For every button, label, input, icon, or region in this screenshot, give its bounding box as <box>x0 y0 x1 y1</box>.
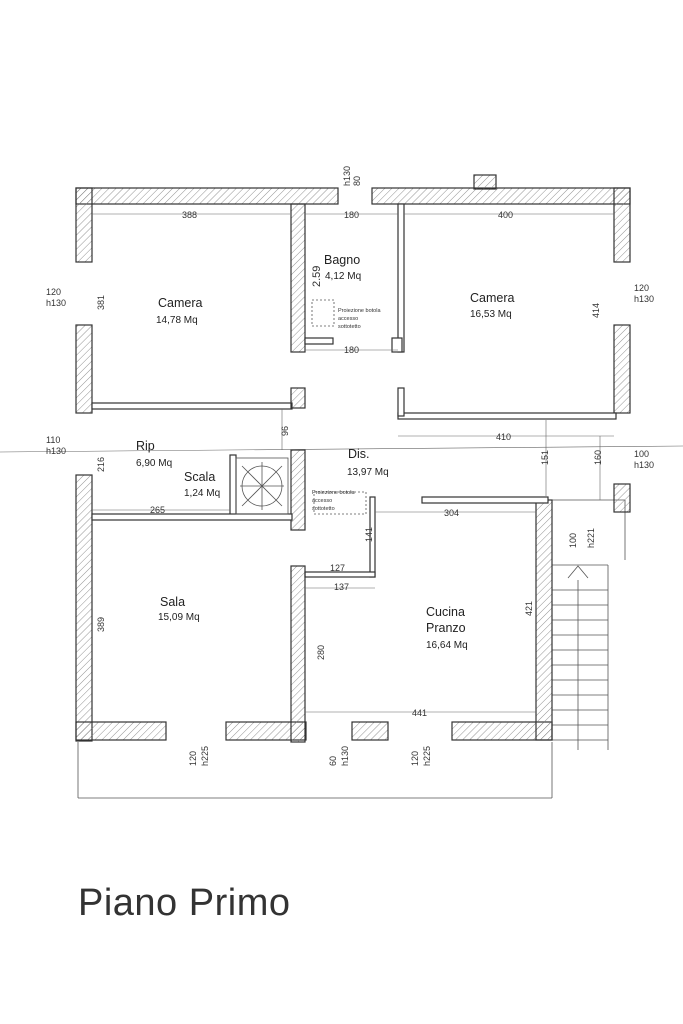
dim-265: 265 <box>150 505 165 515</box>
dim-381: 381 <box>96 295 106 310</box>
dim-180-top: 180 <box>344 210 359 220</box>
opening-right-mid-w: 100 <box>634 449 649 459</box>
room-name-2: Pranzo <box>426 621 466 635</box>
note-botola-bagno: Proiezione botola accesso sottotetto <box>338 308 381 330</box>
dim-259: 2.59 <box>311 266 323 287</box>
note-botola-dis: Proiezione botola accesso sottotetto <box>312 490 355 512</box>
room-rip: Rip 6,90 Mq <box>136 439 172 469</box>
opening-bottom-2-w: 60 <box>328 756 338 766</box>
opening-labels: 80 h130 120 h130 120 h130 110 h130 100 h… <box>46 166 654 766</box>
room-area: 15,09 Mq <box>158 612 200 623</box>
opening-left-top-h: h130 <box>46 298 66 308</box>
room-area: 6,90 Mq <box>136 458 172 469</box>
room-camera-left: Camera 14,78 Mq <box>156 296 203 326</box>
room-bagno: Bagno 4,12 Mq <box>324 253 361 282</box>
dimension-labels: 388 180 400 381 2.59 180 414 410 96 216 … <box>96 210 603 718</box>
dimension-lines <box>92 213 614 713</box>
room-camera-right: Camera 16,53 Mq <box>470 291 515 320</box>
svg-text:accesso: accesso <box>338 316 358 322</box>
room-name: Scala <box>184 470 215 484</box>
room-name: Rip <box>136 439 155 453</box>
room-name: Bagno <box>324 253 360 267</box>
room-cucina: Cucina Pranzo 16,64 Mq <box>426 605 468 651</box>
room-area: 1,24 Mq <box>184 488 220 499</box>
room-name: Sala <box>160 595 185 609</box>
interior-walls <box>91 203 617 743</box>
dim-400: 400 <box>498 210 513 220</box>
opening-ext-door-h: h221 <box>586 528 596 548</box>
page-title: Piano Primo <box>78 882 291 924</box>
svg-text:Proiezione botola: Proiezione botola <box>338 308 381 314</box>
opening-ext-door-w: 100 <box>568 533 578 548</box>
opening-bottom-1-h: h225 <box>200 746 210 766</box>
section-line <box>0 445 683 453</box>
opening-right-top-h: h130 <box>634 294 654 304</box>
dim-216: 216 <box>96 457 106 472</box>
dim-388: 388 <box>182 210 197 220</box>
room-name: Cucina <box>426 605 465 619</box>
room-area: 16,64 Mq <box>426 640 468 651</box>
terrace-outline <box>77 742 553 799</box>
room-dis: Dis. 13,97 Mq <box>347 447 389 478</box>
dim-137: 137 <box>334 582 349 592</box>
room-scala: Scala 1,24 Mq <box>184 470 220 499</box>
dim-151: 151 <box>540 450 550 465</box>
opening-left-mid-h: h130 <box>46 446 66 456</box>
dim-304: 304 <box>444 508 459 518</box>
svg-text:sottotetto: sottotetto <box>338 324 361 330</box>
dim-127: 127 <box>330 563 345 573</box>
room-area: 13,97 Mq <box>347 467 389 478</box>
opening-right-top-w: 120 <box>634 283 649 293</box>
opening-bottom-3-w: 120 <box>410 751 420 766</box>
trapdoor-projection-dis <box>313 491 367 515</box>
dim-96: 96 <box>280 426 290 436</box>
opening-bottom-1-w: 120 <box>188 751 198 766</box>
dim-280: 280 <box>316 645 326 660</box>
dim-414: 414 <box>591 303 601 318</box>
opening-left-mid-w: 110 <box>46 435 60 445</box>
opening-bottom-3-h: h225 <box>422 746 432 766</box>
room-name: Camera <box>470 291 515 305</box>
opening-top-h: h130 <box>342 166 352 186</box>
room-sala: Sala 15,09 Mq <box>158 595 200 623</box>
room-name: Camera <box>158 296 203 310</box>
svg-text:accesso: accesso <box>312 498 332 504</box>
dim-141: 141 <box>364 527 374 542</box>
dim-410: 410 <box>496 432 511 442</box>
room-area: 14,78 Mq <box>156 315 198 326</box>
opening-top-w: 80 <box>352 176 362 186</box>
opening-left-top-w: 120 <box>46 287 61 297</box>
svg-text:Proiezione botola: Proiezione botola <box>312 490 355 496</box>
room-area: 16,53 Mq <box>470 309 512 320</box>
dim-441: 441 <box>412 708 427 718</box>
room-area: 4,12 Mq <box>325 271 361 282</box>
dim-421: 421 <box>524 601 534 616</box>
opening-bottom-2-h: h130 <box>340 746 350 766</box>
dim-389: 389 <box>96 617 106 632</box>
opening-right-mid-h: h130 <box>634 460 654 470</box>
stair-symbol <box>235 457 289 515</box>
room-name: Dis. <box>348 447 370 461</box>
dim-180-bot: 180 <box>344 345 359 355</box>
trapdoor-projection-bagno <box>311 299 335 327</box>
exterior-walls <box>75 174 631 742</box>
dim-160: 160 <box>593 450 603 465</box>
svg-text:sottotetto: sottotetto <box>312 506 335 512</box>
external-stair <box>552 499 626 750</box>
